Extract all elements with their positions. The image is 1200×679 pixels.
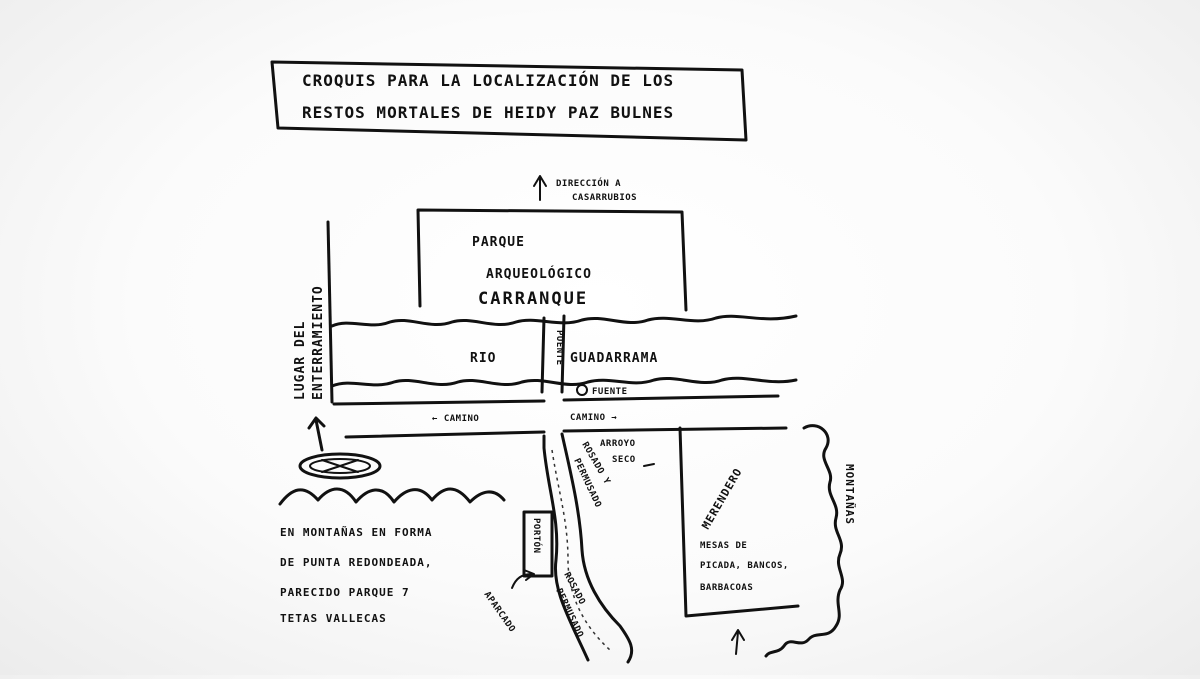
stream: ARROYO SECO	[600, 439, 655, 467]
direction-line-1: DIRECCIÓN A	[556, 177, 621, 189]
road-label-left: ← CAMINO	[432, 414, 479, 424]
park-area: PARQUE ARQUEOLÓGICO CARRANQUE	[416, 208, 688, 312]
burial-line-2: ENTERRAMIENTO	[311, 285, 326, 400]
mountains-right: MONTAÑAS	[764, 424, 856, 658]
river-label-left: RIO	[470, 351, 496, 366]
burial-site: LUGAR DEL ENTERRAMIENTO	[293, 220, 382, 480]
bridge: PUENTE	[540, 314, 566, 394]
gate-label: PORTÓN	[531, 518, 543, 554]
title-line-1: CROQUIS PARA LA LOCALIZACIÓN DE LOS	[302, 71, 674, 90]
fountain-label: FUENTE	[592, 387, 628, 397]
park-line-2: ARQUEOLÓGICO	[486, 266, 592, 282]
paved-road: ROSADO Y PERMUSADO ROSADO PERMUSADO	[542, 432, 634, 664]
river-label-right: GUADARRAMA	[570, 351, 658, 366]
parking: APARCADO	[482, 569, 535, 635]
title-box: CROQUIS PARA LA LOCALIZACIÓN DE LOS REST…	[270, 60, 748, 142]
gate: PORTÓN	[522, 510, 554, 578]
mountains-right-label: MONTAÑAS	[843, 464, 856, 525]
picnic-line-3: BARBACOAS	[700, 583, 753, 593]
note-line-3: PARECIDO PARQUE 7	[280, 586, 410, 599]
direction-line-2: CASARRUBIOS	[572, 193, 637, 203]
picnic-line-1: MESAS DE	[700, 541, 747, 551]
park-line-1: PARQUE	[472, 235, 525, 250]
stream-line-1: ARROYO	[600, 439, 636, 449]
fountain: FUENTE	[576, 384, 628, 397]
road-label-right: CAMINO →	[570, 413, 617, 423]
note-line-1: EN MONTAÑAS EN FORMA	[280, 526, 432, 539]
burial-line-1: LUGAR DEL	[293, 321, 308, 400]
fountain-icon	[576, 384, 588, 396]
bridge-label: PUENTE	[554, 330, 564, 366]
parking-label: APARCADO	[482, 590, 517, 635]
note-line-2: DE PUNTA REDONDEADA,	[280, 556, 432, 569]
park-line-3: CARRANQUE	[478, 289, 588, 309]
mountain-note: EN MONTAÑAS EN FORMA DE PUNTA REDONDEADA…	[280, 526, 432, 625]
river: RIO GUADARRAMA	[330, 314, 798, 388]
mountains-left	[278, 487, 506, 506]
stream-line-2: SECO	[612, 455, 636, 465]
picnic-title: MERENDERO	[699, 466, 745, 532]
burial-spot-icon	[298, 452, 382, 480]
picnic-area: MERENDERO MESAS DE PICADA, BANCOS, BARBA…	[678, 426, 800, 655]
road: ← CAMINO CAMINO →	[332, 394, 788, 439]
picnic-line-2: PICADA, BANCOS,	[700, 561, 789, 571]
note-line-4: TETAS VALLECAS	[280, 612, 387, 625]
direction-arrow: DIRECCIÓN A CASARRUBIOS	[533, 175, 637, 203]
title-line-2: RESTOS MORTALES DE HEIDY PAZ BULNES	[302, 103, 674, 122]
